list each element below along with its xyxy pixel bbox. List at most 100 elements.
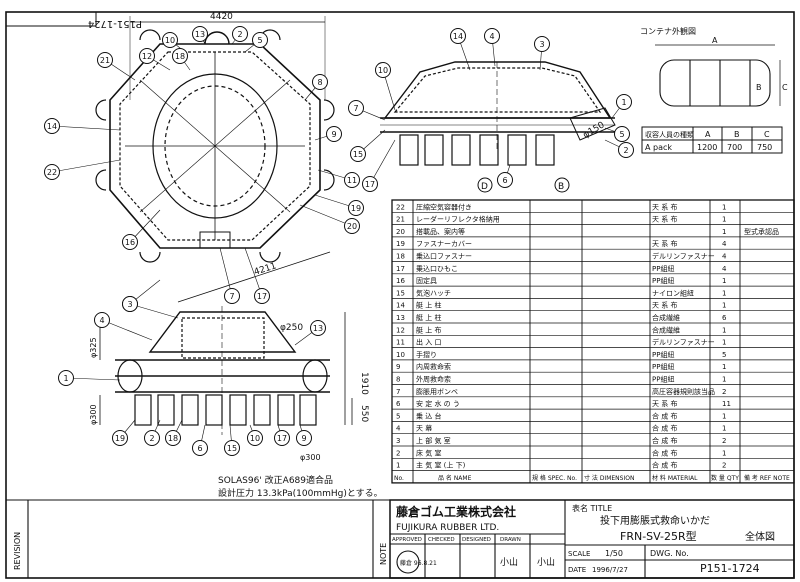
parts-row-no: 13 [396, 314, 405, 322]
parts-row-no: 10 [396, 351, 405, 359]
container-table-h3: C [764, 130, 770, 139]
parts-row-qty: 1 [722, 277, 726, 285]
tb-drawn: DRAWN [500, 537, 521, 543]
top-view-balloon [162, 32, 178, 48]
side-view-balloon [375, 62, 391, 78]
top-view-balloons: 121013522181492211192016717318 [44, 26, 364, 312]
parts-header-cell: 材 料 MATERIAL [652, 474, 698, 482]
parts-row-no: 1 [396, 462, 400, 470]
side-view-balloon [484, 28, 500, 44]
parts-row-material: 天 系 布 [652, 399, 677, 408]
parts-row-no: 15 [396, 289, 405, 297]
front-view-balloon [274, 430, 290, 446]
side-view-balloon [362, 176, 378, 192]
tb-title-label: 表名 TITLE [572, 503, 612, 513]
parts-row-name: 上 部 気 室 [416, 436, 451, 445]
top-view-balloon-label: 9 [331, 130, 336, 139]
front-view-balloon-label: 9 [301, 434, 306, 443]
dim-top-width: 4420 [210, 12, 233, 22]
front-view-balloon-label: 10 [250, 434, 260, 443]
top-view-balloon-label: 5 [257, 36, 262, 45]
parts-row-name: 出 入 口 [416, 338, 441, 347]
top-view-balloon-label: 16 [125, 238, 135, 247]
side-view-balloon [348, 100, 364, 116]
parts-row-qty: 1 [722, 289, 726, 297]
parts-row-material: 天 系 布 [652, 215, 677, 224]
top-view-balloon-label: 21 [100, 56, 110, 65]
side-view-balloon [497, 172, 513, 188]
front-view-balloon [122, 296, 138, 312]
tb-model: FRN-SV-25R型 [620, 529, 697, 543]
parts-row-qty: 1 [722, 376, 726, 384]
top-view [95, 16, 335, 303]
top-view-balloon [172, 48, 188, 64]
parts-row-qty: 4 [722, 265, 727, 273]
side-view-balloon [614, 126, 630, 142]
parts-row-no: 2 [396, 449, 400, 457]
front-view-balloon-label: 13 [313, 324, 323, 333]
side-view-balloon [534, 36, 550, 52]
parts-row-qty: 1 [722, 339, 726, 347]
side-view [380, 61, 616, 166]
tb-scale: 1/50 [605, 549, 623, 558]
top-view-balloon-label: 7 [229, 292, 234, 301]
front-view-balloon-label: 18 [168, 434, 178, 443]
front-view-balloon-label: 19 [115, 434, 125, 443]
front-view-balloon-label: 4 [99, 316, 104, 325]
parts-row-no: 16 [396, 277, 405, 285]
parts-row-name: 乗込口ファスナー [416, 252, 472, 261]
parts-row-material: 合成繊維 [652, 325, 680, 334]
parts-row-material: デルリンファスナー [652, 252, 715, 261]
container-view [655, 44, 781, 107]
front-view-balloon [58, 370, 74, 386]
dim-left-phi2: φ300 [89, 404, 98, 425]
note-line2: 設計圧力 13.3kPa(100mmHg)とする。 [218, 487, 383, 499]
tb-scale-label: SCALE [568, 550, 590, 558]
parts-row-name: 固定具 [416, 276, 437, 285]
parts-row-material: ナイロン組紐 [652, 288, 694, 297]
parts-row-qty: 2 [722, 462, 726, 470]
parts-header-cell: 品 名 NAME [438, 474, 472, 482]
parts-row-material: 合 成 布 [652, 411, 677, 420]
top-view-balloon-label: 12 [142, 52, 152, 61]
label-B: B [558, 182, 564, 192]
front-view-balloon [165, 430, 181, 446]
top-view-balloon [252, 32, 268, 48]
front-view-balloon [192, 440, 208, 456]
container-dim-b: B [756, 83, 762, 92]
container-table-h0: 収容人員の種類 [645, 130, 694, 139]
side-view-balloon-label: 14 [453, 32, 463, 41]
top-view-balloon-label: 18 [175, 52, 185, 61]
side-view-balloon-label: 17 [365, 180, 375, 189]
dim-left-phi: φ325 [89, 337, 98, 358]
front-view-balloon [310, 320, 326, 336]
title-block [6, 499, 795, 579]
parts-row-material: PP組紐 [652, 375, 674, 384]
top-view-balloon [97, 52, 113, 68]
side-view-balloon-label: 2 [623, 146, 628, 155]
container-table-h2: B [734, 130, 740, 139]
top-view-balloon [192, 26, 208, 42]
parts-row-no: 6 [396, 400, 401, 408]
tb-view: 全体図 [745, 530, 775, 543]
side-view-balloon-label: 7 [353, 104, 358, 113]
top-view-balloon [139, 48, 155, 64]
front-view-balloon-label: 2 [149, 434, 154, 443]
side-view-balloon [350, 146, 366, 162]
parts-row-name: 圧縮空気容器付き [416, 202, 472, 211]
dim-height-total: 1910 [359, 372, 369, 395]
top-view-balloon [348, 200, 364, 216]
tb-date-label: DATE [568, 566, 586, 574]
parts-row-material: 合 成 布 [652, 461, 677, 470]
parts-row-no: 18 [396, 253, 405, 261]
parts-row-material: PP組紐 [652, 362, 674, 371]
dim-lower: 550 [359, 405, 369, 422]
top-view-balloon [122, 234, 138, 250]
parts-row-qty: 4 [722, 253, 727, 261]
container-table-r1: 1200 [697, 143, 717, 152]
parts-row-qty: 1 [722, 326, 726, 334]
container-table-r2: 700 [727, 143, 742, 152]
tb-approved: APPROVED [392, 537, 422, 543]
